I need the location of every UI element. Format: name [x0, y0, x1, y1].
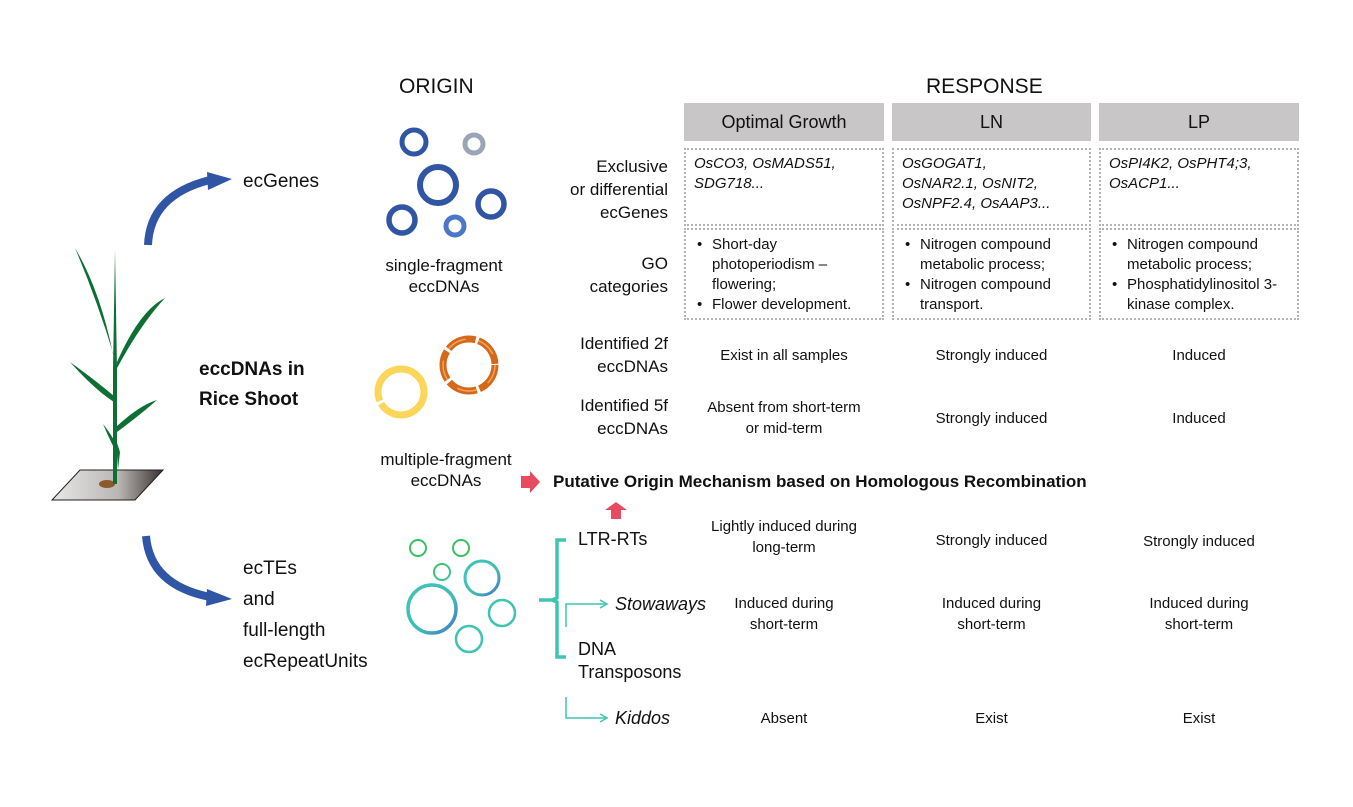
ecgenes-cell-lp: OsPI4K2, OsPHT4;3, OsACP1...	[1099, 148, 1299, 226]
stowaways-line1: Induced during	[941, 595, 1042, 612]
te-rings-icon	[406, 539, 517, 654]
row-label-ecgenes-line1: Exclusive	[596, 157, 668, 176]
stowaways-cell-lp: Induced during short-term	[1099, 593, 1299, 635]
stowaways-cell-optimal: Induced during short-term	[684, 593, 884, 635]
f5-line2: or mid-term	[745, 420, 823, 437]
red-arrow-right-icon	[521, 471, 540, 493]
ecgenes-branch-label: ecGenes	[243, 171, 320, 192]
f5-cell-ln: Strongly induced	[935, 410, 1048, 427]
multiple-fragment-rings-icon	[374, 335, 499, 419]
row-label-go-line2: categories	[589, 277, 668, 296]
go-bullet: Nitrogen compound metabolic process;	[1109, 235, 1287, 275]
single-fragment-line1: single-fragment	[385, 256, 503, 275]
plant-title-line2: Rice Shoot	[199, 389, 299, 410]
ltr-cell-lp: Strongly induced	[1143, 533, 1255, 550]
kiddos-cell-ln: Exist	[975, 710, 1008, 727]
stowaways-line2: short-term	[957, 616, 1026, 633]
te-label-dna: DNA Transposons	[578, 638, 681, 684]
go-bullet: Phosphatidylinositol 3-kinase complex.	[1109, 275, 1297, 315]
arrow-to-ecgenes-icon	[144, 172, 232, 246]
f5-line1: Absent from short-term	[707, 399, 861, 416]
go-bullet: Nitrogen compound metabolic process;	[902, 235, 1080, 275]
te-label-ltr: LTR-RTs	[578, 529, 648, 549]
go-cell-ln: Nitrogen compound metabolic process; Nit…	[892, 228, 1091, 320]
rice-plant-icon	[70, 248, 165, 484]
go-bullet: Flower development.	[694, 295, 882, 315]
origin-heading: ORIGIN	[399, 75, 474, 98]
gene-line: SDG718...	[694, 175, 765, 192]
row-label-2f: Identified 2f eccDNAs	[520, 332, 668, 378]
stowaways-line2: short-term	[749, 616, 819, 633]
go-cell-optimal: Short-day photoperiodism – flowering; Fl…	[684, 228, 884, 320]
row-label-2f-line1: Identified 2f	[580, 334, 668, 353]
gene-line: OsPI4K2, OsPHT4;3,	[1109, 155, 1252, 172]
f5-cell-lp: Induced	[1172, 410, 1226, 427]
seed-icon	[99, 480, 115, 488]
single-fragment-line2: eccDNAs	[408, 277, 480, 296]
te-label-stowaways: Stowaways	[615, 594, 707, 614]
red-arrow-up-icon	[605, 502, 627, 519]
gene-line: OsGOGAT1,	[902, 155, 987, 172]
ecgenes-cell-ln: OsGOGAT1, OsNAR2.1, OsNIT2, OsNPF2.4, Os…	[892, 148, 1091, 226]
row-label-go: GO categories	[520, 252, 668, 298]
row-label-5f-line2: eccDNAs	[597, 419, 668, 438]
column-header-ln: LN	[892, 103, 1091, 141]
row-label-go-line1: GO	[641, 254, 668, 273]
ltr-cell-ln: Strongly induced	[935, 532, 1048, 549]
single-fragment-label: single-fragment eccDNAs	[369, 255, 519, 297]
mechanism-title: Putative Origin Mechanism based on Homol…	[553, 472, 1087, 491]
bracket-icon	[539, 538, 566, 659]
gene-line: OsNAR2.1, OsNIT2,	[902, 175, 1038, 192]
stowaways-line1: Induced during	[1149, 595, 1249, 612]
single-fragment-rings-icon	[386, 127, 507, 238]
f2-cell-optimal: Exist in all samples	[720, 347, 848, 364]
multiple-fragment-line2: eccDNAs	[410, 471, 482, 490]
ecrepeatunits-line: ecRepeatUnits	[243, 651, 368, 672]
row-label-2f-line2: eccDNAs	[597, 357, 668, 376]
row-label-ecgenes-line2: or differential	[570, 180, 668, 199]
f5-cell-optimal: Absent from short-term or mid-term	[684, 397, 884, 439]
arrow-to-ectes-icon	[142, 535, 232, 606]
column-header-lp: LP	[1099, 103, 1299, 141]
ectes-branch-label: ecTEs and full-length ecRepeatUnits	[243, 553, 368, 677]
f2-cell-ln: Strongly induced	[935, 347, 1048, 364]
full-length-line: full-length	[243, 620, 326, 641]
row-label-5f-line1: Identified 5f	[580, 396, 668, 415]
te-label-dna-line2: Transposons	[578, 662, 682, 682]
gene-line: OsNPF2.4, OsAAP3...	[902, 195, 1051, 212]
ecgenes-cell-optimal: OsCO3, OsMADS51, SDG718...	[684, 148, 884, 226]
gene-line: OsCO3, OsMADS51,	[694, 155, 836, 172]
stowaways-cell-ln: Induced during short-term	[892, 593, 1091, 635]
ltr-line2: long-term	[752, 539, 816, 556]
kiddos-cell-lp: Exist	[1182, 710, 1216, 727]
kiddos-cell-optimal: Absent	[760, 710, 808, 727]
and-line: and	[243, 589, 275, 610]
ltr-cell-optimal: Lightly induced during long-term	[684, 516, 884, 558]
plant-title: eccDNAs in Rice Shoot	[199, 355, 305, 415]
multiple-fragment-line1: multiple-fragment	[380, 450, 512, 469]
ectes-line: ecTEs	[243, 558, 297, 579]
stowaways-line1: Induced during	[734, 595, 834, 612]
plant-title-line1: eccDNAs in	[199, 359, 305, 380]
f2-cell-lp: Induced	[1172, 347, 1226, 364]
row-label-ecgenes: Exclusive or differential ecGenes	[520, 155, 668, 224]
column-header-optimal-growth: Optimal Growth	[684, 103, 884, 141]
te-label-kiddos: Kiddos	[615, 708, 671, 728]
multiple-fragment-label: multiple-fragment eccDNAs	[364, 449, 528, 491]
arrow-kiddos-icon	[565, 697, 609, 723]
go-bullet: Nitrogen compound transport.	[902, 275, 1080, 315]
stowaways-line2: short-term	[1164, 616, 1234, 633]
arrow-stowaways-icon	[565, 599, 609, 627]
go-bullet: Short-day photoperiodism – flowering;	[694, 235, 852, 295]
ltr-line1: Lightly induced during	[711, 518, 857, 535]
row-label-ecgenes-line3: ecGenes	[599, 203, 668, 222]
row-label-5f: Identified 5f eccDNAs	[520, 394, 668, 440]
go-cell-lp: Nitrogen compound metabolic process; Pho…	[1099, 228, 1299, 320]
te-label-dna-line1: DNA	[578, 639, 617, 659]
gene-line: OsACP1...	[1109, 175, 1180, 192]
response-heading: RESPONSE	[926, 75, 1043, 98]
